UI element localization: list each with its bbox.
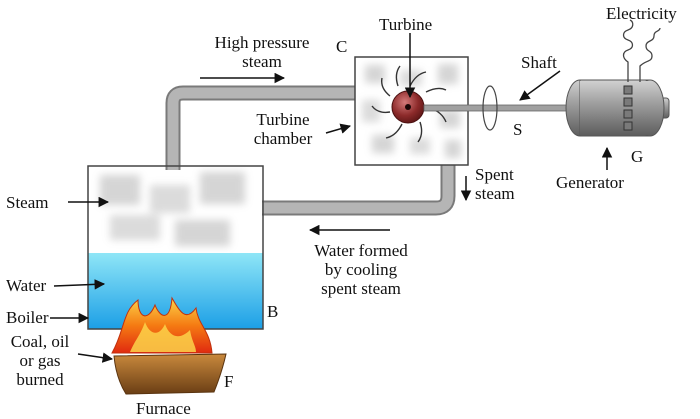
label-boiler: Boiler (6, 308, 49, 327)
label-c: C (336, 37, 348, 56)
label-water: Water (6, 276, 47, 295)
furnace (111, 296, 227, 395)
label-electricity: Electricity (606, 4, 677, 23)
label-furnace: Furnace (136, 399, 191, 418)
label-generator: Generator (556, 173, 624, 192)
label-b: B (267, 302, 279, 321)
label-coal: Coal, oil or gas burned (10, 332, 70, 389)
label-arrows (50, 33, 613, 363)
label-spent-steam: Spent steam (475, 165, 515, 203)
steam-pipe (165, 85, 358, 170)
label-s: S (513, 120, 523, 139)
return-pipe (262, 164, 456, 216)
label-turbine: Turbine (379, 15, 433, 34)
electricity-coils (622, 19, 661, 82)
generator (565, 79, 670, 137)
label-high-pressure-steam: High pressure steam (214, 33, 310, 71)
label-f: F (224, 372, 234, 391)
label-g: G (631, 147, 644, 166)
label-steam: Steam (6, 193, 49, 212)
label-turbine-chamber: Turbine chamber (253, 110, 313, 148)
label-shaft: Shaft (521, 53, 557, 72)
label-water-formed: Water formed by cooling spent steam (314, 241, 408, 298)
